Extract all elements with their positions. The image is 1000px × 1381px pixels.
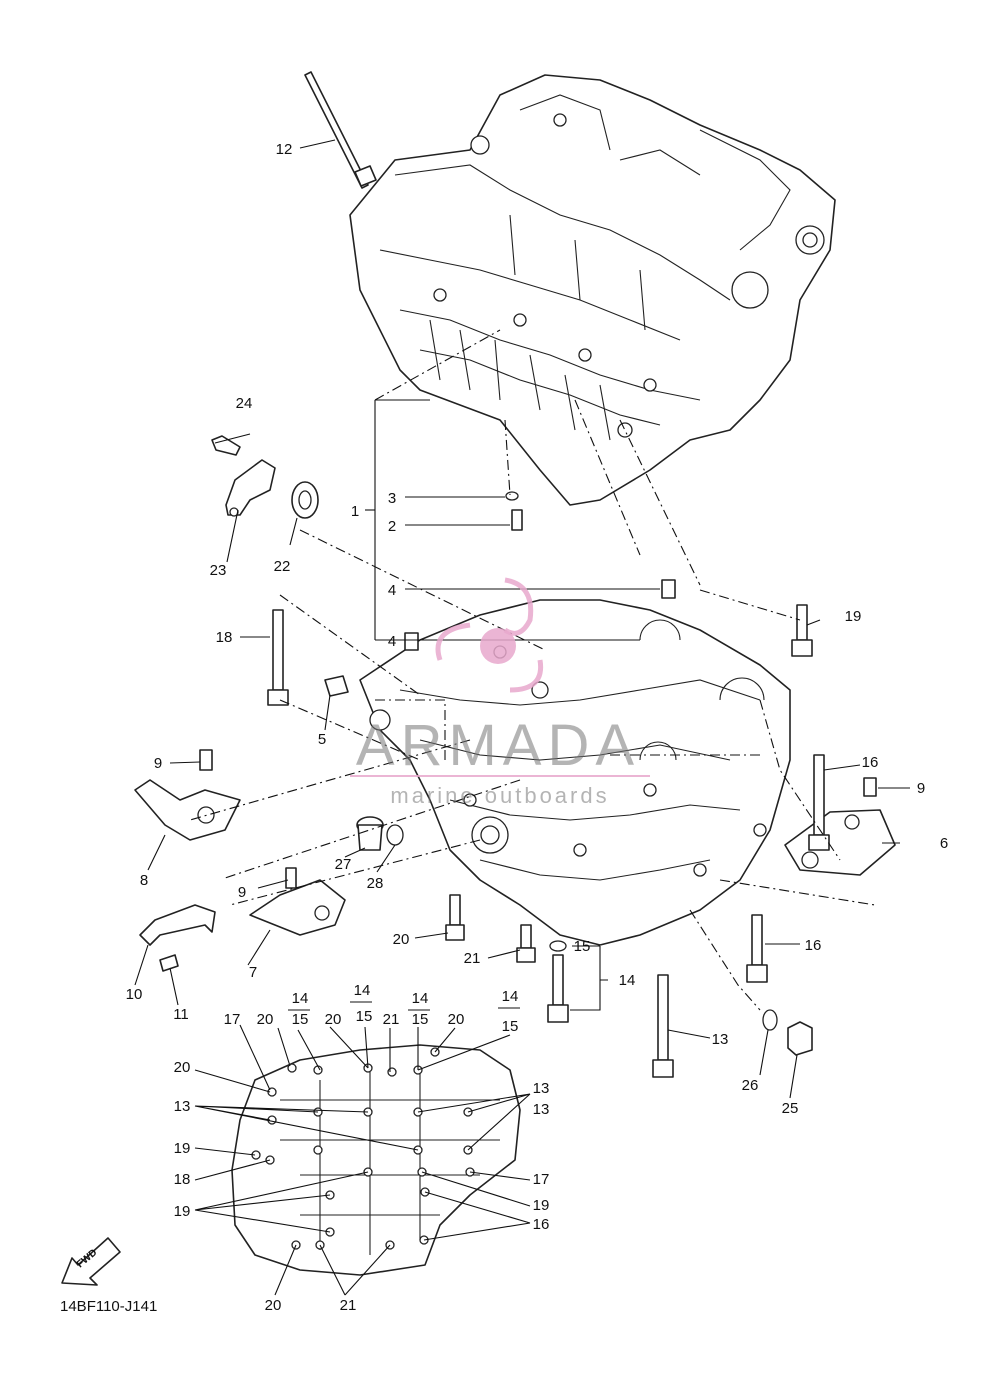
callout: 21	[383, 1011, 400, 1028]
callout: 13	[533, 1080, 550, 1097]
callout: 1	[351, 503, 359, 520]
bottom-view-holes	[251, 1047, 475, 1250]
callout: 9	[154, 755, 162, 772]
callout: 17	[224, 1011, 241, 1028]
callout: 27	[335, 856, 352, 873]
callout: 20	[257, 1011, 274, 1028]
callout: 15	[574, 938, 591, 955]
callout: 23	[210, 562, 227, 579]
callout: 26	[742, 1077, 759, 1094]
callout: 20	[265, 1297, 282, 1314]
callout: 18	[216, 629, 233, 646]
callout: 20	[325, 1011, 342, 1028]
callout: 13	[712, 1031, 729, 1048]
callout: 16	[533, 1216, 550, 1233]
callout: 13	[533, 1101, 550, 1118]
callout: 5	[318, 731, 326, 748]
callout: 8	[140, 872, 148, 889]
callout: 14	[292, 990, 309, 1007]
callout: 21	[340, 1297, 357, 1314]
callout: 20	[393, 931, 410, 948]
fwd-arrow-icon: FWD	[61, 1237, 121, 1286]
diagram-code: 14BF110-J141	[60, 1298, 157, 1315]
bottom-leader-lines	[194, 1001, 531, 1296]
watermark-brand: ARMADA	[356, 713, 640, 778]
callout: 4	[388, 633, 396, 650]
callout: 21	[464, 950, 481, 967]
crankcase-bottom-view	[231, 1044, 521, 1276]
callout: 16	[805, 937, 822, 954]
callout: 15	[412, 1011, 429, 1028]
callout: 22	[274, 558, 291, 575]
callout: 14	[412, 990, 429, 1007]
callout: 14	[619, 972, 636, 989]
callout: 4	[388, 582, 396, 599]
callout: 19	[174, 1140, 191, 1157]
callout: 10	[126, 986, 143, 1003]
callout: 2	[388, 518, 396, 535]
callout: 3	[388, 490, 396, 507]
leader-lines	[134, 139, 910, 1099]
callout: 18	[174, 1171, 191, 1188]
armada-watermark: ARMADA marine outboards	[350, 577, 650, 808]
callout: 17	[533, 1171, 550, 1188]
callout: 12	[276, 141, 293, 158]
callout: 19	[533, 1197, 550, 1214]
callout: 28	[367, 875, 384, 892]
callout: 9	[917, 780, 925, 797]
callout: 15	[356, 1008, 373, 1025]
callout: 7	[249, 964, 257, 981]
callout: 15	[502, 1018, 519, 1035]
callout: 16	[862, 754, 879, 771]
upper-crankcase	[349, 74, 836, 506]
callout: 9	[238, 884, 246, 901]
callout: 11	[173, 1006, 189, 1023]
armada-logo-icon	[435, 577, 544, 693]
lower-crankcase	[359, 599, 791, 946]
callout: 20	[174, 1059, 191, 1076]
small-parts	[134, 71, 896, 1078]
callout: 19	[174, 1203, 191, 1220]
callout: 14	[354, 982, 371, 999]
callout: 24	[236, 395, 253, 412]
callout: 6	[940, 835, 948, 852]
callout-labels: 1 2 3 4 4 5 6 7 8 9 9 9 10 11 12 13 13 1…	[126, 141, 949, 1314]
callout: 15	[292, 1011, 309, 1028]
callout: 13	[174, 1098, 191, 1115]
callout: 14	[502, 988, 519, 1005]
callout: 20	[448, 1011, 465, 1028]
callout: 19	[845, 608, 862, 625]
watermark-tagline: marine outboards	[390, 783, 609, 808]
callout: 25	[782, 1100, 799, 1117]
